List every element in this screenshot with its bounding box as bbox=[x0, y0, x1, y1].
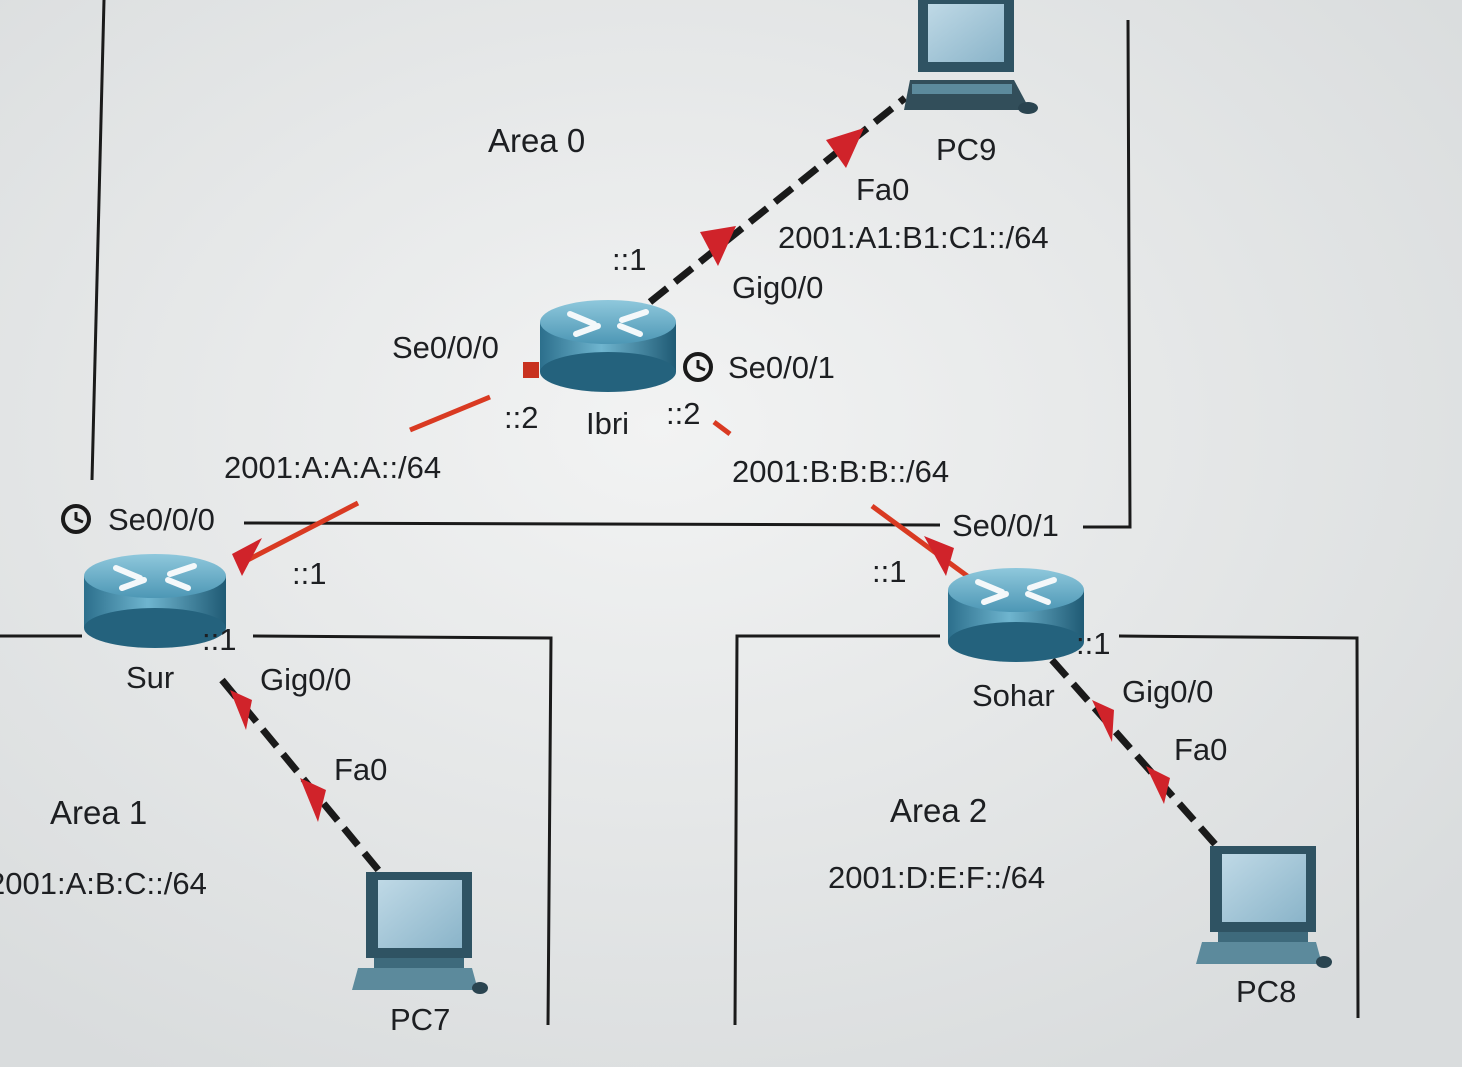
ibri-se001-address: ::2 bbox=[666, 396, 700, 431]
ibri-pc9-network: 2001:A1:B1:C1::/64 bbox=[778, 220, 1049, 255]
area-0-label: Area 0 bbox=[488, 122, 585, 159]
link-ibri-sohar-lower bbox=[870, 503, 972, 581]
sur-se000-address: ::1 bbox=[292, 556, 326, 591]
area-borders bbox=[0, 0, 1360, 1026]
link-arrow-icon bbox=[700, 226, 736, 266]
router-sur[interactable] bbox=[84, 554, 226, 648]
ibri-sur-network: 2001:A:A:A::/64 bbox=[224, 450, 441, 485]
ibri-gig-address: ::1 bbox=[612, 242, 646, 277]
area-0-border-right bbox=[1083, 19, 1132, 529]
pc8-computer-icon[interactable] bbox=[1196, 846, 1332, 968]
clock-icon bbox=[683, 352, 713, 382]
area-0-border-bottom bbox=[243, 521, 941, 527]
sohar-gig-interface-label: Gig0/0 bbox=[1122, 674, 1213, 709]
pc9-interface-label: Fa0 bbox=[856, 172, 909, 207]
area-2-border bbox=[733, 634, 940, 1026]
sur-gig-interface-label: Gig0/0 bbox=[260, 662, 351, 697]
router-sohar-name: Sohar bbox=[972, 678, 1055, 713]
area-2-network: 2001:D:E:F::/64 bbox=[828, 860, 1045, 895]
router-ibri[interactable] bbox=[540, 300, 676, 392]
router-arrows-icon bbox=[975, 577, 1057, 605]
link-arrow-icon bbox=[1146, 766, 1170, 804]
link-arrow-icon bbox=[1092, 700, 1114, 742]
pc7-interface-label: Fa0 bbox=[334, 752, 387, 787]
ibri-gig-interface-label: Gig0/0 bbox=[732, 270, 823, 305]
link-arrow-icon bbox=[924, 536, 954, 576]
link-arrow-icon bbox=[826, 128, 864, 168]
ibri-se001-interface-label: Se0/0/1 bbox=[728, 350, 835, 385]
sur-gig-address: ::1 bbox=[202, 622, 236, 657]
ibri-se000-interface-label: Se0/0/0 bbox=[392, 330, 499, 365]
links bbox=[219, 95, 1225, 875]
pc9-computer-icon[interactable] bbox=[904, 0, 1038, 114]
router-sur-name: Sur bbox=[126, 660, 174, 695]
ibri-se000-address: ::2 bbox=[504, 400, 538, 435]
router-arrows-icon bbox=[113, 563, 197, 591]
link-ibri-sur-lower bbox=[236, 500, 360, 568]
router-sohar[interactable] bbox=[948, 568, 1084, 662]
pc9-name: PC9 bbox=[936, 132, 996, 167]
sohar-gig-address: ::1 bbox=[1076, 626, 1110, 661]
link-arrow-icon bbox=[300, 778, 326, 822]
link-ibri-pc9 bbox=[647, 95, 908, 305]
area-0-border bbox=[90, 0, 106, 481]
pc8-name: PC8 bbox=[1236, 974, 1296, 1009]
link-ibri-sohar bbox=[712, 420, 732, 436]
area-2-label: Area 2 bbox=[890, 792, 987, 829]
clock-icon bbox=[61, 504, 91, 534]
pc7-name: PC7 bbox=[390, 1002, 450, 1037]
router-arrows-icon bbox=[567, 309, 649, 337]
sohar-se001-interface-label: Se0/0/1 bbox=[952, 508, 1059, 543]
link-arrow-icon bbox=[230, 690, 252, 730]
router-ibri-name: Ibri bbox=[586, 406, 629, 441]
link-ibri-sur bbox=[409, 394, 491, 433]
area-1-network: 2001:A:B:C::/64 bbox=[0, 866, 207, 901]
area-1-label: Area 1 bbox=[50, 794, 147, 831]
sur-se000-interface-label: Se0/0/0 bbox=[108, 502, 215, 537]
link-sohar-pc8 bbox=[1049, 657, 1225, 855]
ibri-sohar-network: 2001:B:B:B::/64 bbox=[732, 454, 949, 489]
pc7-computer-icon[interactable] bbox=[352, 872, 488, 994]
link-arrow-icon bbox=[232, 538, 262, 576]
port-indicator-icon bbox=[523, 362, 539, 378]
sohar-se001-address: ::1 bbox=[872, 554, 906, 589]
area-2-border-right bbox=[1118, 634, 1360, 1019]
area-1-border-right bbox=[252, 634, 553, 1026]
pc8-interface-label: Fa0 bbox=[1174, 732, 1227, 767]
